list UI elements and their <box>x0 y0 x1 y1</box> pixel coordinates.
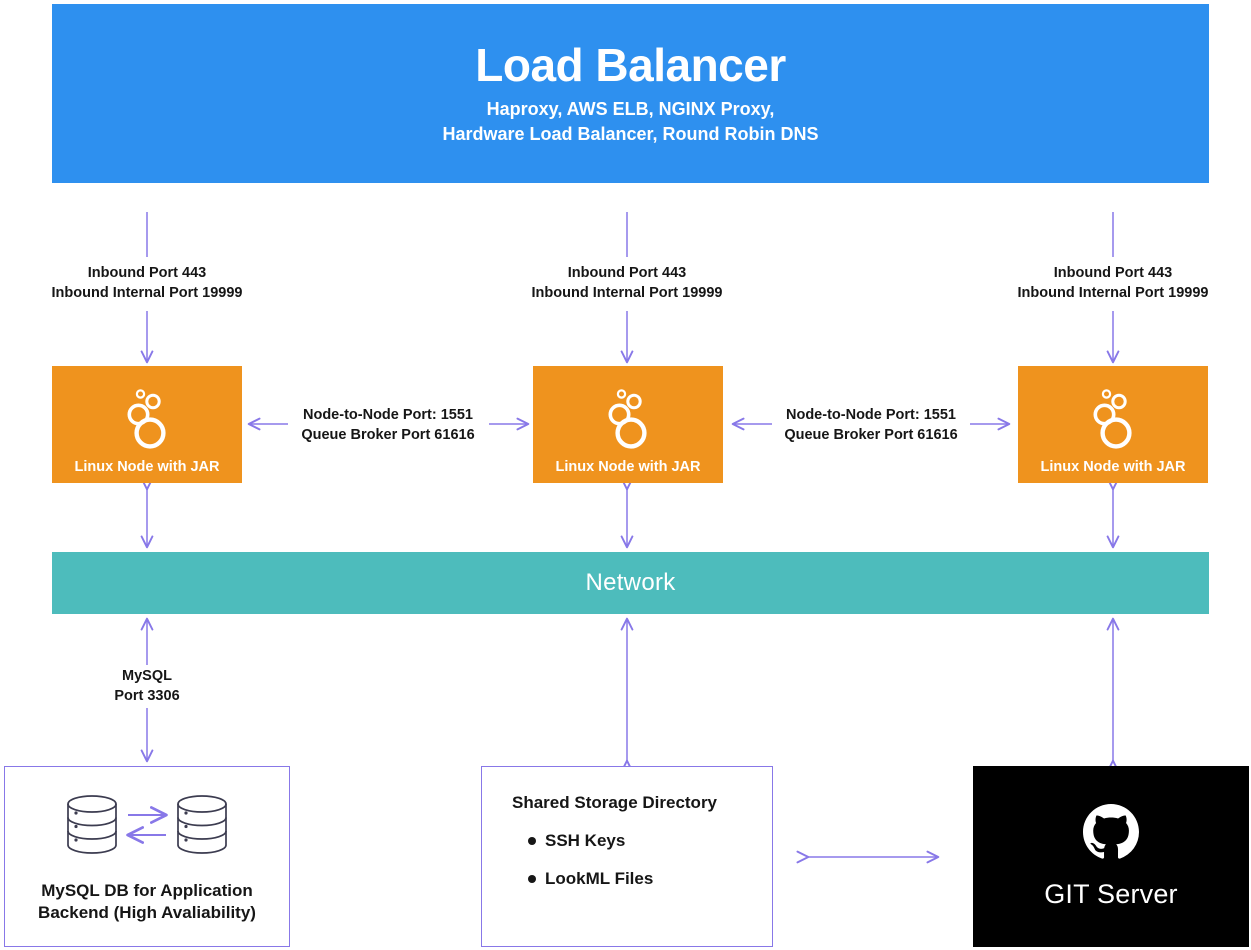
bubbles-icon <box>605 387 651 454</box>
load-balancer-title: Load Balancer <box>475 39 786 92</box>
linux-node-2: Linux Node with JAR <box>533 366 723 483</box>
linux-node-label: Linux Node with JAR <box>74 458 220 475</box>
inbound-internal-port-line: Inbound Internal Port 19999 <box>531 284 723 301</box>
shared-storage-title: Shared Storage Directory <box>512 793 718 812</box>
shared-storage-item-ssh-keys: SSH Keys <box>528 831 772 851</box>
linux-node-label: Linux Node with JAR <box>555 458 701 475</box>
inbound-port-line: Inbound Port 443 <box>87 265 207 281</box>
node-to-node-port-line: Node-to-Node Port: 1551 <box>786 407 956 423</box>
node-to-node-port-line: Node-to-Node Port: 1551 <box>303 407 473 423</box>
load-balancer-subtitle-line1: Haproxy, AWS ELB, NGINX Proxy, <box>486 99 775 120</box>
mysql-line: MySQL <box>122 668 172 684</box>
inbound-label-node-2: Inbound Port 443 Inbound Internal Port 1… <box>527 264 727 303</box>
inbound-port-line: Inbound Port 443 <box>1053 265 1173 281</box>
inbound-label-node-1: Inbound Port 443 Inbound Internal Port 1… <box>47 264 247 303</box>
node-link-label-2-3: Node-to-Node Port: 1551 Queue Broker Por… <box>772 406 970 445</box>
bullet-icon <box>528 837 536 845</box>
shared-storage-item-label: LookML Files <box>545 869 654 888</box>
network-label: Network <box>585 569 676 596</box>
shared-storage-item-label: SSH Keys <box>545 831 626 850</box>
inbound-internal-port-line: Inbound Internal Port 19999 <box>51 284 243 301</box>
mysql-link-label: MySQL Port 3306 <box>67 667 227 706</box>
shared-storage-item-lookml-files: LookML Files <box>528 869 772 889</box>
mysql-db-caption-line2: Backend (High Avaliability) <box>38 903 256 922</box>
inbound-label-node-3: Inbound Port 443 Inbound Internal Port 1… <box>1013 264 1213 303</box>
git-server-label: GIT Server <box>1044 878 1178 909</box>
inbound-internal-port-line: Inbound Internal Port 19999 <box>1017 284 1209 301</box>
git-server-box: GIT Server <box>973 766 1249 947</box>
bubbles-icon <box>1090 387 1136 454</box>
load-balancer-subtitle-line2: Hardware Load Balancer, Round Robin DNS <box>442 123 819 144</box>
node-link-label-1-2: Node-to-Node Port: 1551 Queue Broker Por… <box>288 406 488 445</box>
linux-node-label: Linux Node with JAR <box>1040 458 1186 475</box>
mysql-database-box: MySQL DB for Application Backend (High A… <box>4 766 290 947</box>
linux-node-1: Linux Node with JAR <box>52 366 242 483</box>
load-balancer-block: Load Balancer Haproxy, AWS ELB, NGINX Pr… <box>52 4 1209 183</box>
bullet-icon <box>528 875 536 883</box>
queue-broker-port-line: Queue Broker Port 61616 <box>784 426 958 443</box>
linux-node-3: Linux Node with JAR <box>1018 366 1208 483</box>
github-icon <box>1083 803 1139 865</box>
inbound-port-line: Inbound Port 443 <box>567 265 687 281</box>
queue-broker-port-line: Queue Broker Port 61616 <box>301 426 475 443</box>
bubbles-icon <box>124 387 170 454</box>
database-replication-icon <box>52 793 242 864</box>
shared-storage-box: Shared Storage Directory SSH Keys LookML… <box>481 766 773 947</box>
mysql-port-line: Port 3306 <box>114 687 180 704</box>
mysql-db-caption-line1: MySQL DB for Application <box>41 880 253 900</box>
network-block: Network <box>52 552 1209 614</box>
